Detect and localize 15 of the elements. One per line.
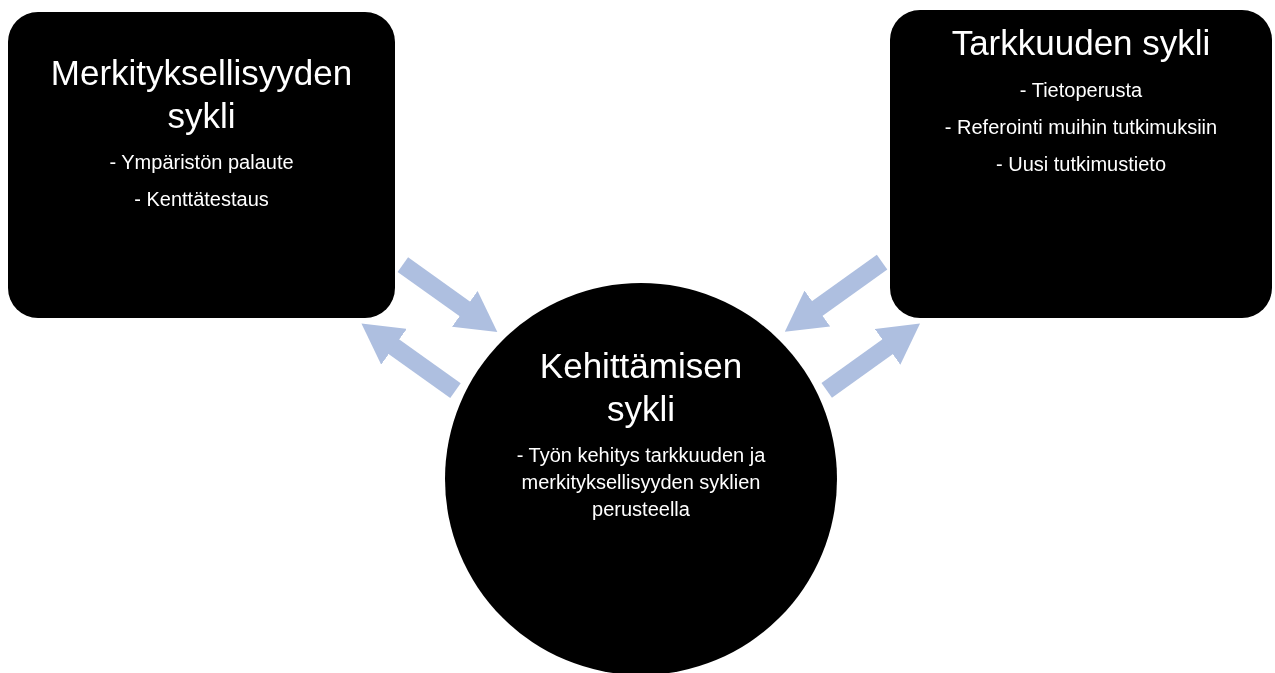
bullet-text: - Työn kehitys tarkkuuden ja merkityksellisyyden syklien perusteella	[515, 443, 767, 523]
cycle-title: Tarkkuuden sykli	[951, 22, 1211, 64]
block-arrow	[821, 323, 920, 398]
bullet-text: - Ympäristön palaute	[109, 150, 294, 176]
process-box	[8, 12, 395, 318]
bullet-text: - Referointi muihin tutkimuksiin	[944, 114, 1218, 140]
block-arrow	[361, 323, 461, 399]
cycle-title: Kehittämisen sykli	[538, 345, 744, 430]
bullet-text: - Tietoperusta	[1019, 77, 1143, 103]
bullet-text: - Kenttätestaus	[134, 187, 269, 213]
block-arrow	[784, 254, 888, 332]
block-arrow	[397, 257, 498, 333]
bullet-text: - Uusi tutkimustieto	[995, 151, 1167, 177]
process-box	[890, 10, 1272, 318]
cycle-title: Merkityksellisyyden sykli	[49, 52, 354, 137]
